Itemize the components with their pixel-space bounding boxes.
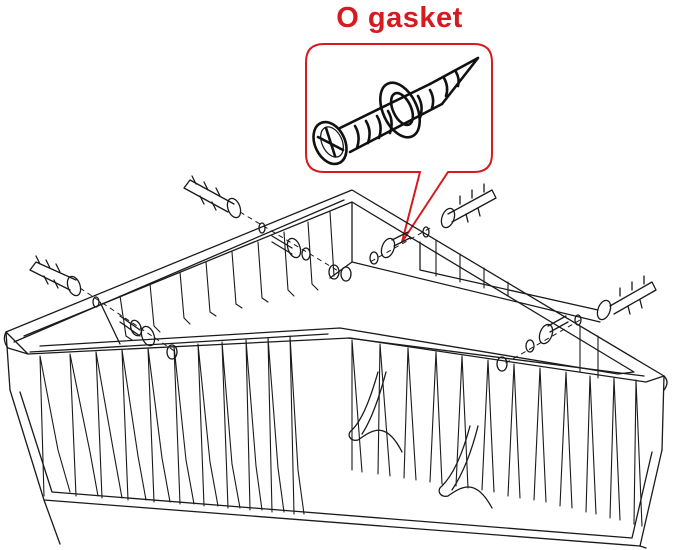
o-gasket-icon [379, 81, 421, 139]
shelf-wires-back-left [119, 211, 335, 341]
install-line-1 [79, 287, 177, 353]
screw-icon-3 [369, 226, 430, 265]
corner-wire-shelf [3, 189, 668, 549]
screw-icon-2 [258, 222, 352, 282]
shelf-wires-front-right [351, 339, 643, 527]
screw-icon-1 [92, 296, 178, 360]
wall-anchor-icon-4 [596, 275, 657, 321]
magnified-screw-icon [312, 56, 480, 166]
install-line-4 [503, 319, 581, 365]
install-line-3 [369, 227, 431, 263]
wall-anchor-icon-1 [29, 255, 82, 297]
shelf-wires-back-right [435, 239, 599, 379]
install-line-2 [239, 211, 341, 273]
screw-icon-4 [496, 314, 582, 372]
wall-anchor-icon-3 [440, 183, 497, 229]
o-gasket-label: O gasket [336, 2, 463, 34]
wall-anchor-icon-2 [183, 175, 242, 219]
shelf-hooks [348, 371, 493, 509]
shelf-wires-front-left [39, 335, 305, 515]
